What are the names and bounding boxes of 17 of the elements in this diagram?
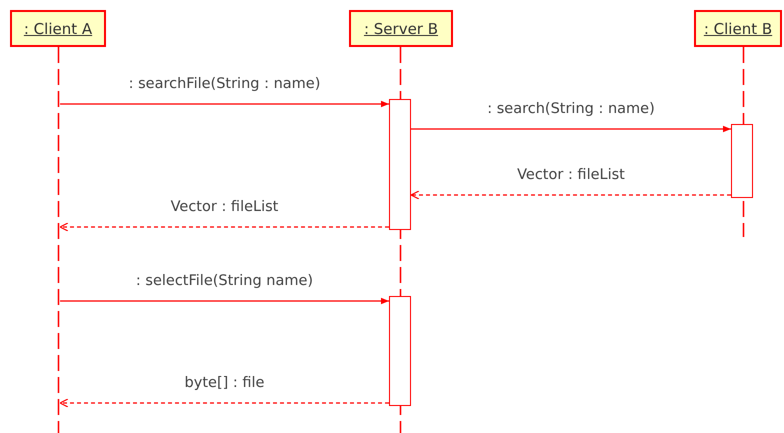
object-box	[10, 10, 106, 47]
activation-bar	[389, 296, 411, 406]
return-message-arrow	[59, 398, 389, 408]
activation-bar	[731, 124, 753, 198]
return-message-arrow	[410, 190, 731, 200]
object-name: : Client B	[704, 20, 772, 38]
message-arrow	[411, 126, 731, 132]
message-label: byte[] : file	[182, 375, 266, 392]
object-box	[349, 10, 453, 47]
return-message-arrow	[59, 222, 389, 232]
lifeline	[57, 47, 60, 433]
activation-bar	[389, 99, 411, 230]
object-name: : Server B	[364, 20, 438, 38]
object-box	[694, 10, 782, 47]
object-name: : Client A	[24, 20, 92, 38]
message-arrow	[60, 298, 389, 304]
message-arrow	[60, 100, 389, 108]
